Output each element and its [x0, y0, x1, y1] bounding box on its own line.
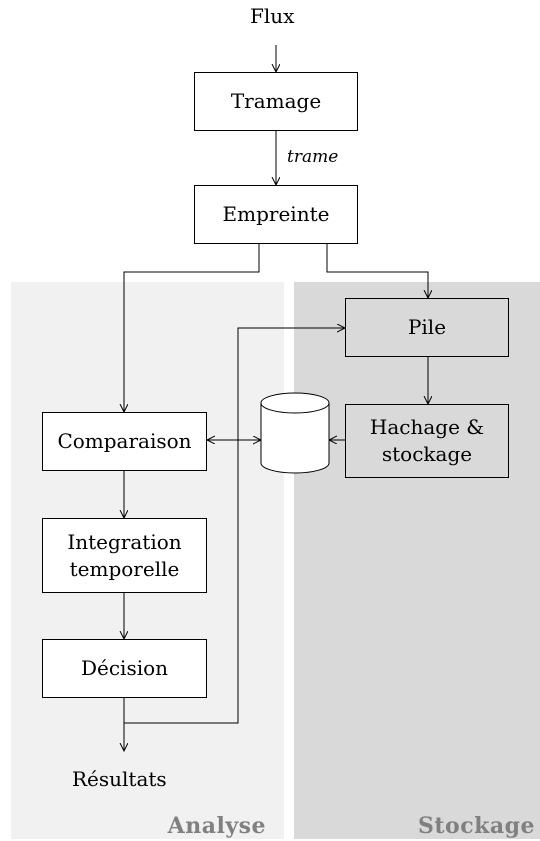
- integration-temporelle-node-label: Integration temporelle: [67, 529, 182, 581]
- integration-temporelle-node: Integration temporelle: [42, 518, 207, 593]
- empreinte-node-label: Empreinte: [222, 202, 330, 226]
- empreinte-node: Empreinte: [194, 185, 358, 244]
- trame-edge-label: trame: [287, 147, 339, 167]
- stockage-panel-label: Stockage: [418, 813, 535, 839]
- decision-node-label: Décision: [80, 656, 169, 680]
- edge-decision-pile: [124, 328, 345, 724]
- edge-empreinte-comparaison: [124, 243, 260, 412]
- decision-node: Décision: [42, 639, 207, 698]
- tramage-node-label: Tramage: [230, 89, 322, 113]
- pile-node-label: Pile: [407, 315, 447, 339]
- analyse-panel-label: Analyse: [167, 813, 266, 839]
- stockage-panel: Stockage: [294, 282, 540, 839]
- resultats-label: Résultats: [72, 767, 167, 791]
- pile-node: Pile: [345, 298, 509, 357]
- edge-empreinte-pile: [326, 243, 428, 298]
- hachage-stockage-node-label: Hachage & stockage: [369, 415, 485, 466]
- flux-label: Flux: [250, 4, 295, 28]
- comparaison-node: Comparaison: [42, 412, 207, 471]
- tramage-node: Tramage: [194, 72, 358, 131]
- database-icon: [260, 392, 330, 474]
- comparaison-node-label: Comparaison: [57, 429, 192, 453]
- hachage-stockage-node: Hachage & stockage: [345, 404, 509, 478]
